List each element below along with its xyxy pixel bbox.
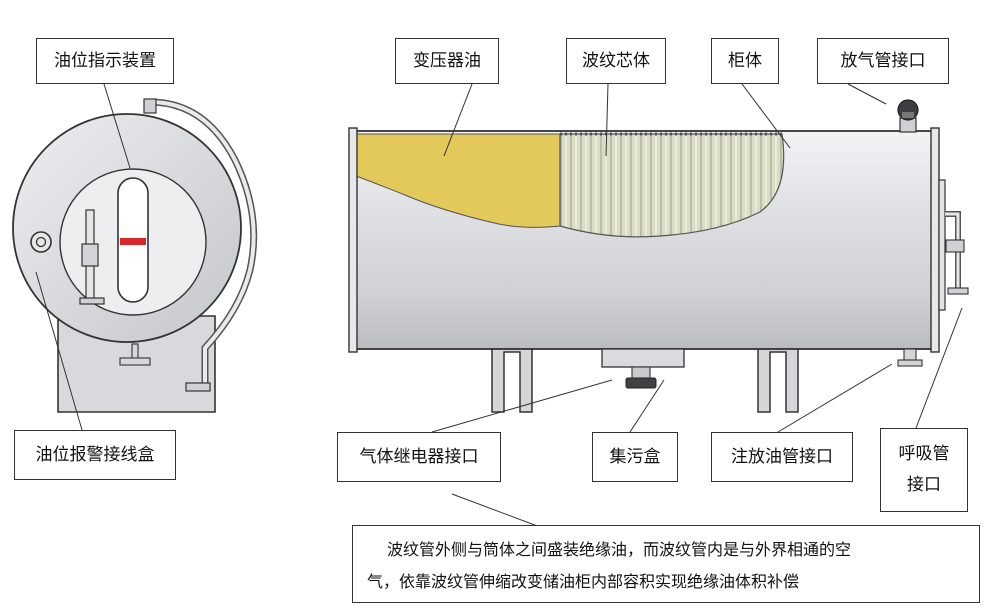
label-sump-box-text: 集污盒: [609, 446, 661, 467]
label-oil-level-alarm-box: 油位报警接线盒: [14, 430, 176, 480]
label-transformer-oil-text: 变压器油: [413, 50, 481, 71]
bellows-core-region: [559, 133, 785, 238]
leader-lines: [35, 83, 963, 528]
caption-line-2: 气，依靠波纹管伸缩改变储油柜内部容积实现绝缘油体积补偿: [367, 572, 800, 591]
label-cabinet: 柜体: [711, 38, 779, 84]
caption-box: 波纹管外侧与筒体之间盛装绝缘油，而波纹管内是与外界相通的空 气，依靠波纹管伸缩改…: [352, 525, 980, 603]
label-vent-pipe-interface: 放气管接口: [817, 38, 949, 84]
label-bellows-core-text: 波纹芯体: [582, 50, 650, 71]
label-oil-level-alarm-box-text: 油位报警接线盒: [35, 444, 155, 465]
alarm-box-knob: [30, 231, 52, 253]
label-gas-relay-interface: 气体继电器接口: [337, 432, 501, 482]
label-oil-fill-drain-interface: 注放油管接口: [711, 432, 853, 482]
fill-drain-pipe: [903, 348, 917, 362]
label-oil-level-indicator: 油位指示装置: [36, 38, 174, 84]
caption-line-1: 波纹管外侧与筒体之间盛装绝缘油，而波纹管内是与外界相通的空: [387, 540, 852, 559]
label-breather-interface: 呼吸管 接口: [880, 428, 968, 512]
label-sump-box: 集污盒: [592, 432, 678, 482]
label-transformer-oil: 变压器油: [395, 38, 499, 84]
label-cabinet-text: 柜体: [728, 50, 762, 71]
sump-box: [601, 348, 685, 389]
label-oil-level-indicator-text: 油位指示装置: [54, 50, 156, 71]
label-bellows-core: 波纹芯体: [566, 38, 666, 84]
side-view: [348, 99, 969, 413]
breather-pipe: [938, 179, 969, 311]
label-vent-pipe-interface-text: 放气管接口: [840, 50, 926, 71]
flange-left: [348, 127, 358, 353]
vent-valve: [897, 99, 919, 133]
flange-right: [930, 127, 940, 353]
label-oil-fill-drain-interface-text: 注放油管接口: [731, 446, 833, 467]
label-gas-relay-interface-text: 气体继电器接口: [359, 446, 479, 467]
label-breather-interface-line1: 呼吸管: [898, 444, 950, 465]
end-view: [12, 98, 258, 413]
oil-level-mark: [120, 238, 146, 245]
transformer-oil-region: [355, 133, 561, 228]
label-breather-interface-line2: 接口: [907, 475, 941, 495]
